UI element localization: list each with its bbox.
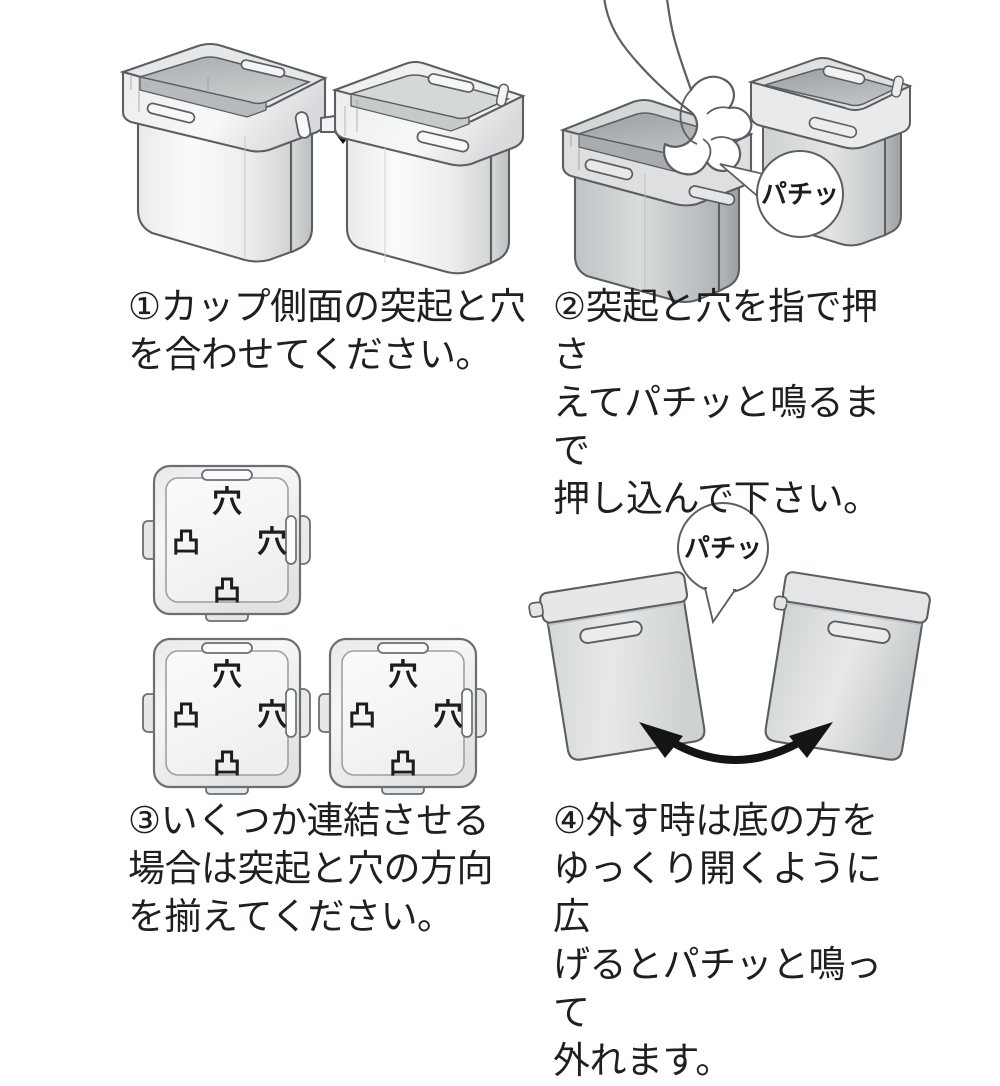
step-4-caption: ④外す時は底の方を ゆっくり開くように広 げるとパチッと鳴って 外れます。 [553, 799, 882, 1083]
top-view-1-label-bottom: 凸 [213, 574, 241, 607]
top-view-2: 穴 穴 凸 凸 [141, 637, 312, 796]
top-view-1: 穴 穴 凸 凸 [141, 464, 312, 623]
step-1-caption: ①カップ側面の突起と穴 を合わせてください。 [128, 285, 526, 377]
rim-band-right [781, 571, 931, 624]
cup-right [320, 60, 526, 275]
instruction-sheet: パチッ [95, 0, 965, 1082]
step-3-illustration: 穴 穴 凸 凸 穴 穴 凸 凸 穴 穴 凸 凸 [130, 452, 530, 797]
top-view-1-label-right: 穴 [257, 525, 287, 560]
top-view-1-label-top: 穴 [212, 485, 242, 520]
slot-hole-far-right [427, 73, 475, 93]
click-sound-text-step4: パチッ [684, 534, 762, 564]
step-2-illustration: パチッ [545, 0, 965, 304]
slot-hole-front-left [584, 158, 634, 181]
click-bubble-step2: パチッ [719, 150, 844, 238]
top-view-2-label-left: 凸 [172, 699, 200, 732]
top-view-3-label-bottom: 凸 [389, 747, 417, 780]
top-view-3-label-top: 穴 [388, 658, 418, 693]
slot-hole-far [240, 59, 286, 78]
receiving-hole [294, 111, 312, 139]
knob-tab [320, 114, 336, 133]
arrow-head-left [639, 722, 683, 758]
slot-hole-front-right [688, 185, 736, 206]
cup-left [119, 42, 328, 263]
step-3-caption: ③いくつか連結させる 場合は突起と穴の方向 を揃えてください。 [128, 799, 494, 939]
slot-hole-tilt-left [579, 620, 643, 644]
knob-right-inner [773, 595, 788, 611]
top-view-2-label-top: 穴 [212, 658, 242, 693]
top-view-1-label-left: 凸 [172, 526, 200, 559]
click-sound-text-step2: パチッ [761, 180, 839, 210]
top-view-3: 穴 穴 凸 凸 [317, 637, 488, 796]
step-1-illustration [95, 20, 526, 282]
slot-hole-back-far [822, 65, 866, 85]
spread-arrow [639, 722, 833, 764]
slot-hole-side-right [495, 83, 510, 107]
top-view-2-label-right: 穴 [257, 698, 287, 733]
hand-pressing [603, 0, 753, 176]
knob-left-outer [528, 601, 544, 618]
click-bubble-step4: パチッ [677, 502, 769, 625]
top-view-3-label-right: 穴 [433, 698, 463, 733]
top-view-3-label-left: 凸 [348, 699, 376, 732]
arrow-head-right [789, 722, 833, 758]
step-4-illustration: パチッ [528, 500, 935, 800]
cup-tilt-left [528, 571, 706, 761]
slot-hole-left [146, 102, 196, 124]
slot-hole-back-front [808, 116, 858, 139]
step-2-caption: ②突起と穴を指で押さ えてパチッと鳴るまで 押し込んで下さい。 [553, 285, 880, 521]
cup-tilt-right [764, 571, 931, 761]
top-view-2-label-bottom: 凸 [213, 747, 241, 780]
slot-hole-back-side [890, 75, 904, 98]
slot-hole-front-right [416, 130, 470, 153]
slot-hole-tilt-right [827, 620, 891, 644]
